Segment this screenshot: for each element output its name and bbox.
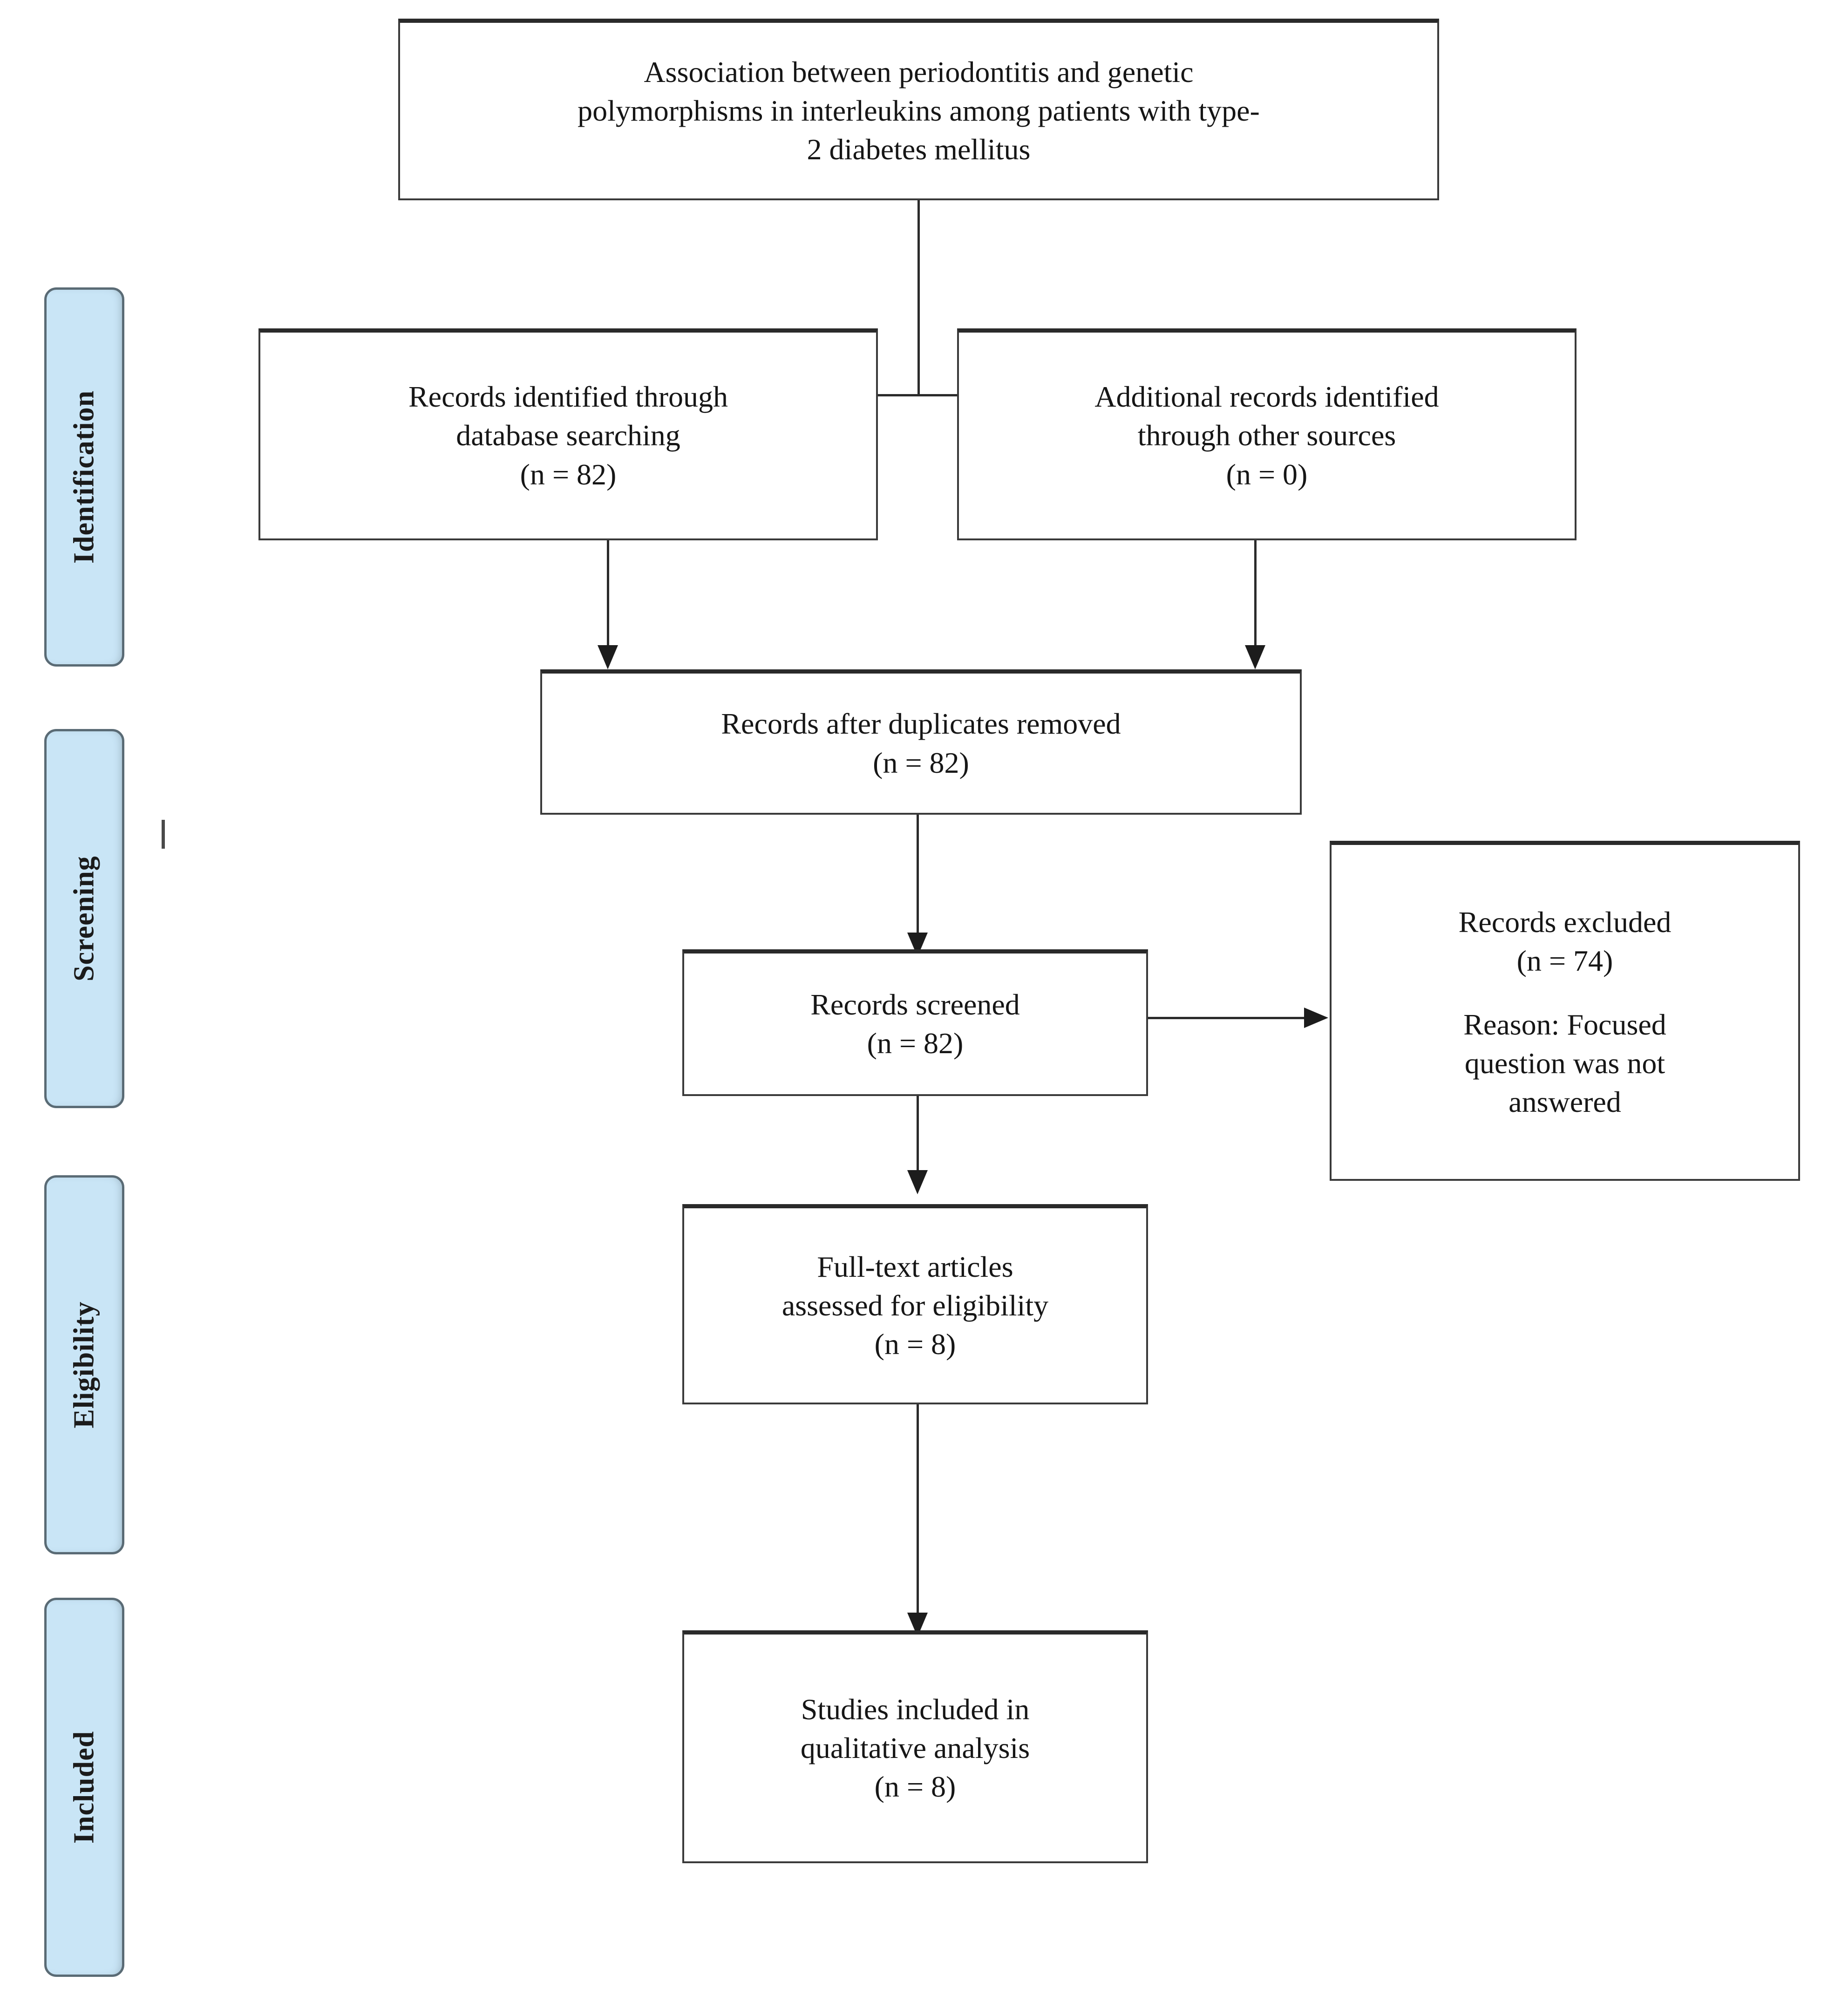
- stage-band-screening: Screening: [44, 729, 124, 1108]
- connector-duplicates-to-screened: [917, 815, 919, 936]
- node-records-excluded: Records excluded (n = 74) Reason: Focuse…: [1330, 841, 1800, 1181]
- node-records-screened-text: Records screened (n = 82): [810, 988, 1020, 1060]
- arrowhead-other-sources-down: [1245, 645, 1265, 669]
- stage-label-identification: Identification: [68, 390, 100, 564]
- node-records-excluded-count-text: Records excluded (n = 74): [1458, 905, 1672, 977]
- node-studies-included: Studies included in qualitative analysis…: [682, 1630, 1148, 1863]
- stage-band-eligibility: Eligibility: [44, 1175, 124, 1554]
- node-records-database-text: Records identified through database sear…: [408, 380, 728, 491]
- stray-tick-mark: [162, 820, 165, 849]
- node-records-other-sources-text: Additional records identified through ot…: [1094, 380, 1439, 491]
- connector-screened-to-excluded: [1148, 1017, 1309, 1019]
- node-records-duplicates-removed-text: Records after duplicates removed (n = 82…: [721, 707, 1121, 779]
- arrowhead-database-down: [598, 645, 618, 669]
- node-fulltext-assessed: Full-text articles assessed for eligibil…: [682, 1204, 1148, 1404]
- connector-title-to-split: [917, 200, 920, 396]
- node-records-duplicates-removed: Records after duplicates removed (n = 82…: [540, 669, 1302, 815]
- arrowhead-screened-to-fulltext: [907, 1170, 928, 1194]
- stage-band-included: Included: [44, 1598, 124, 1977]
- stage-label-screening: Screening: [68, 856, 100, 981]
- connector-database-down: [607, 540, 609, 647]
- node-records-screened: Records screened (n = 82): [682, 949, 1148, 1096]
- stage-label-included: Included: [68, 1730, 100, 1844]
- node-studies-included-text: Studies included in qualitative analysis…: [800, 1692, 1030, 1804]
- connector-screened-to-fulltext: [917, 1096, 919, 1173]
- connector-split-bar: [878, 394, 957, 396]
- connector-other-sources-down: [1254, 540, 1257, 647]
- connector-fulltext-to-included: [917, 1404, 919, 1616]
- node-records-excluded-reason-text: Reason: Focused question was not answere…: [1463, 1008, 1666, 1119]
- node-fulltext-assessed-text: Full-text articles assessed for eligibil…: [781, 1250, 1049, 1361]
- node-records-other-sources: Additional records identified through ot…: [957, 328, 1577, 540]
- node-records-database: Records identified through database sear…: [258, 328, 878, 540]
- arrowhead-screened-to-excluded: [1304, 1008, 1328, 1028]
- title-box: Association between periodontitis and ge…: [398, 19, 1439, 200]
- title-box-text: Association between periodontitis and ge…: [578, 55, 1260, 166]
- stage-band-identification: Identification: [44, 287, 124, 667]
- stage-label-eligibility: Eligibility: [68, 1301, 100, 1429]
